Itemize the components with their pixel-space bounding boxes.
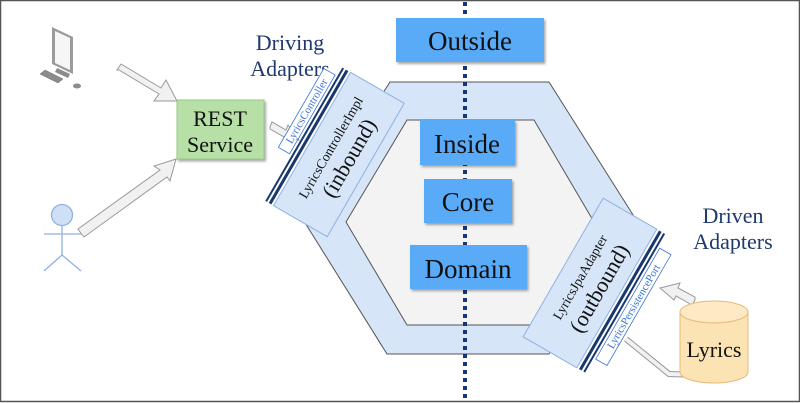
desktop-computer-icon (39, 27, 81, 89)
database-label: Lyrics (687, 337, 742, 362)
database-cylinder-icon: Lyrics (679, 300, 749, 384)
inside-label: Inside (434, 129, 500, 159)
driving-adapters-heading-line2: Adapters (250, 56, 329, 81)
core-box: Core (424, 179, 512, 223)
driving-adapters-heading-line1: Driving (256, 30, 324, 55)
outside-box: Outside (396, 18, 544, 62)
driven-adapters-heading-line1: Driven (702, 203, 763, 228)
rest-service-line1: REST (193, 106, 247, 131)
stick-figure-user-icon (43, 203, 82, 272)
inbound-adapter: LyricsControllerImpl (inbound) LyricsCon… (265, 67, 405, 238)
domain-box: Domain (410, 245, 527, 289)
outbound-adapter: LyricsJpaAdapter (outbound) LyricsPersis… (522, 197, 672, 373)
arrow-database-to-outbound-port (658, 282, 696, 306)
core-label: Core (442, 187, 495, 217)
arrow-user-to-rest (77, 158, 177, 238)
outside-label: Outside (428, 26, 512, 56)
driven-adapters-heading-line2: Adapters (693, 229, 772, 254)
inside-box: Inside (420, 120, 515, 165)
rest-service-box: REST Service (176, 99, 265, 160)
domain-label: Domain (425, 254, 512, 284)
rest-service-line2: Service (187, 132, 253, 157)
